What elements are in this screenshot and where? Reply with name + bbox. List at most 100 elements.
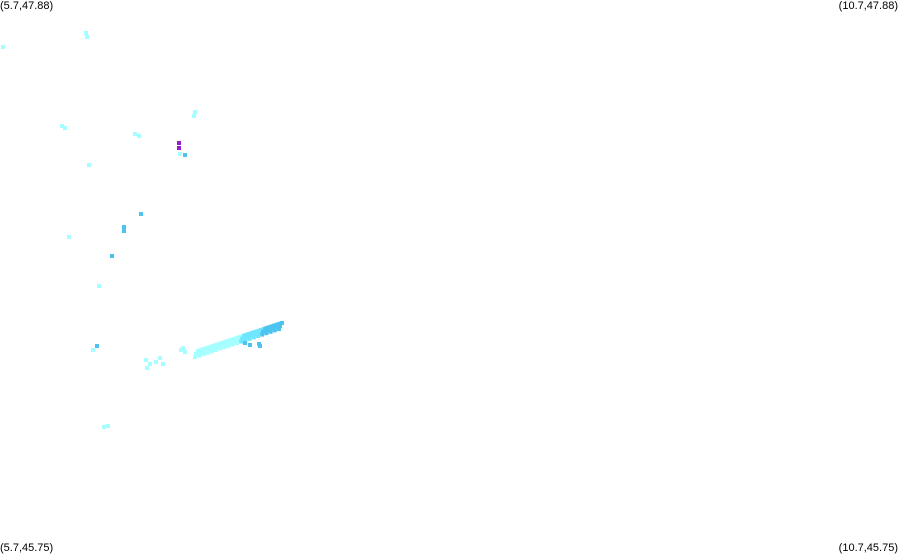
map-point: [204, 346, 209, 351]
map-point: [248, 331, 253, 336]
map-point: [272, 328, 277, 333]
corner-label-bottom-right: (10.7,45.75): [838, 542, 898, 554]
map-point: [139, 212, 143, 216]
map-point: [223, 339, 228, 344]
map-point: [225, 339, 230, 344]
map-point: [217, 344, 222, 349]
map-point: [87, 163, 91, 167]
map-point: [209, 349, 214, 354]
map-point: [192, 114, 196, 118]
map-point: [229, 340, 234, 345]
map-point: [235, 341, 239, 345]
data-points-layer: [1, 31, 284, 429]
map-point: [219, 341, 224, 346]
map-point: [95, 344, 99, 348]
map-point: [214, 348, 218, 352]
map-point: [277, 327, 281, 331]
map-point: [244, 335, 249, 340]
map-point: [252, 330, 257, 335]
map-point: [254, 329, 259, 334]
map-point: [261, 327, 266, 332]
map-point: [259, 330, 264, 335]
map-point: [280, 321, 284, 325]
map-point: [273, 325, 278, 330]
map-point: [226, 343, 231, 348]
map-point: [201, 352, 206, 357]
corner-label-bottom-left: (5.7,45.75): [0, 542, 54, 554]
map-point: [223, 342, 228, 347]
map-point: [250, 330, 255, 335]
map-point: [222, 345, 227, 350]
map-point: [161, 362, 165, 366]
map-point: [181, 346, 185, 350]
map-point: [268, 329, 273, 334]
map-point: [110, 254, 114, 258]
map-point: [183, 350, 187, 354]
map-point: [242, 335, 247, 340]
map-point: [196, 349, 200, 353]
map-point: [106, 424, 110, 428]
map-point: [177, 141, 181, 145]
map-point: [202, 346, 207, 351]
map-point: [264, 331, 269, 336]
map-point: [1, 45, 5, 49]
map-point: [263, 326, 268, 331]
map-point: [254, 331, 259, 336]
map-point: [198, 350, 203, 355]
map-point: [227, 338, 232, 343]
map-point: [193, 355, 197, 359]
map-point: [178, 152, 182, 156]
map-point: [240, 334, 245, 339]
map-point: [260, 332, 265, 337]
map-point: [275, 322, 280, 327]
map-point: [122, 225, 126, 229]
map-point: [63, 126, 67, 130]
map-point: [263, 328, 268, 333]
map-point: [144, 358, 148, 362]
map-point: [252, 332, 257, 337]
map-point: [197, 353, 202, 358]
map-point: [235, 335, 240, 340]
map-point: [233, 336, 238, 341]
map-point: [85, 35, 89, 39]
map-point: [256, 334, 260, 338]
map-point: [91, 348, 95, 352]
corner-label-top-left: (5.7,47.88): [0, 0, 54, 12]
map-point: [133, 132, 137, 136]
map-point: [242, 333, 247, 338]
map-point: [97, 284, 101, 288]
map-point: [212, 343, 217, 348]
map-point: [267, 327, 272, 332]
map-point: [258, 344, 262, 348]
map-point: [269, 326, 274, 331]
map-point: [206, 345, 211, 350]
map-point: [250, 333, 255, 338]
map-point: [196, 351, 201, 356]
map-point: [200, 349, 205, 354]
map-point: [218, 346, 223, 351]
map-point: [60, 124, 64, 128]
map-point: [183, 153, 187, 157]
map-point: [210, 344, 215, 349]
map-point: [238, 337, 243, 342]
corner-label-top-right: (10.7,47.88): [838, 0, 898, 12]
map-point: [277, 321, 282, 326]
map-point: [208, 347, 213, 352]
map-point: [137, 134, 141, 138]
map-point: [247, 336, 252, 341]
map-point: [265, 328, 270, 333]
map-point: [154, 360, 158, 364]
map-point: [271, 323, 276, 328]
map-point: [244, 332, 249, 337]
map-point: [275, 324, 280, 329]
map-point: [240, 336, 245, 341]
map-point: [256, 328, 261, 333]
map-point: [198, 348, 203, 353]
map-point: [229, 337, 234, 342]
map-point: [236, 338, 240, 342]
map-point: [271, 326, 276, 331]
map-point: [231, 339, 236, 344]
map-point: [243, 338, 248, 343]
map-point: [194, 352, 198, 356]
